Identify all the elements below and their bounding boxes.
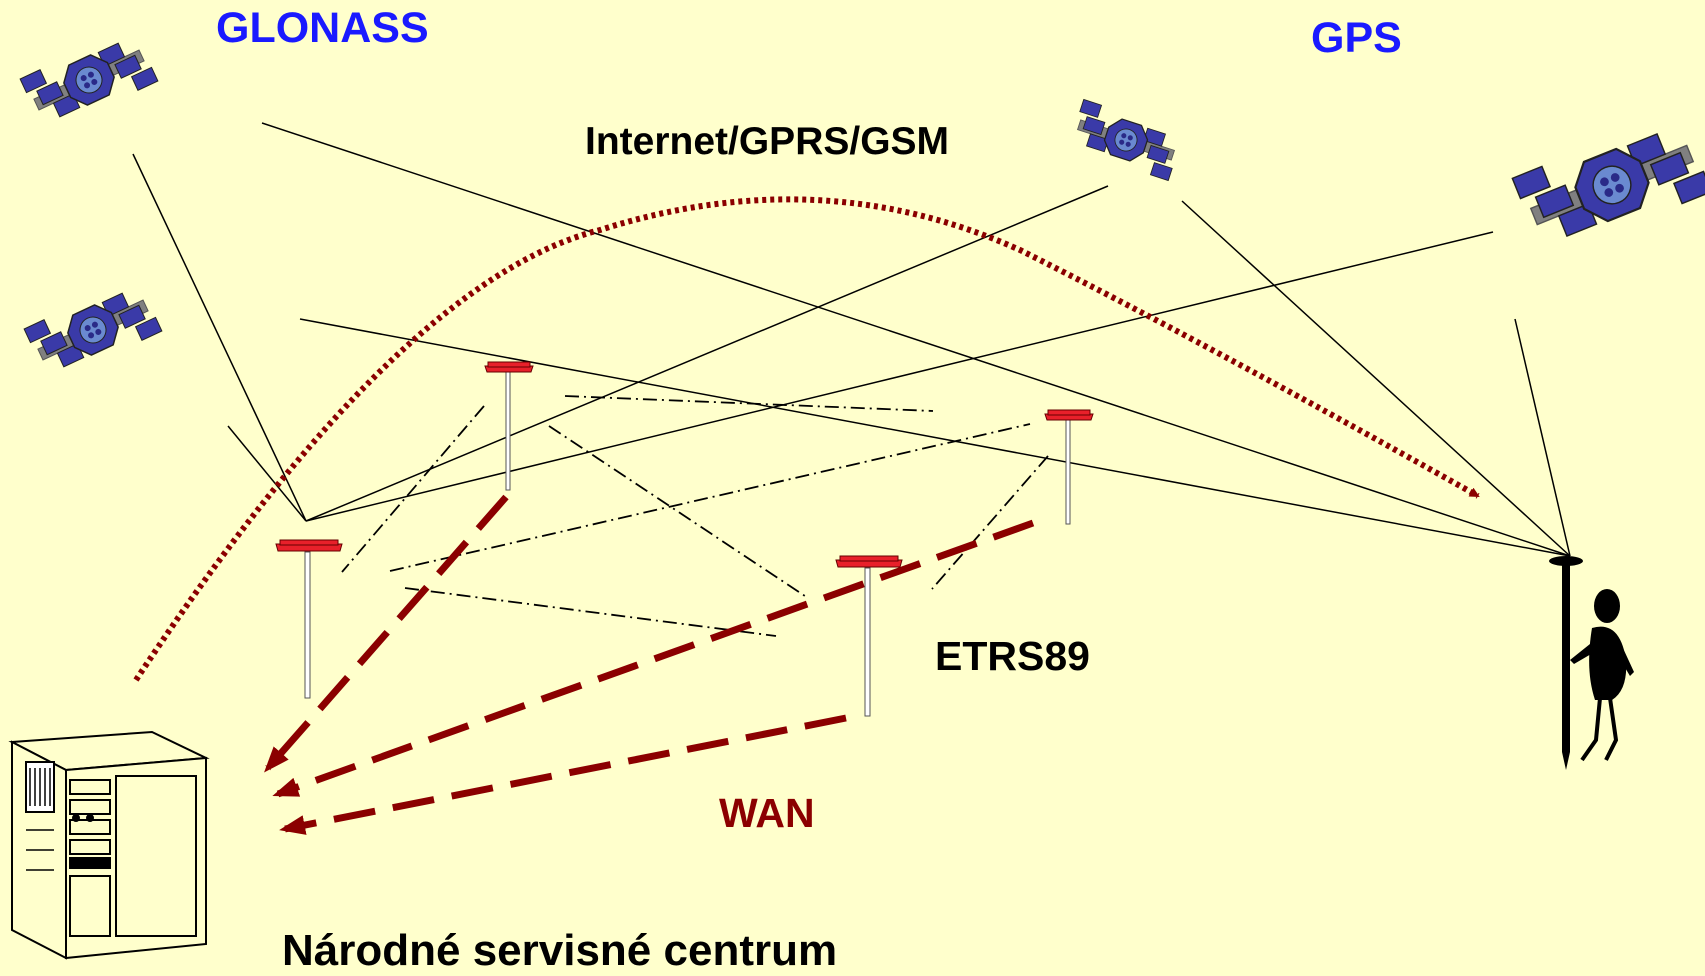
wan-links xyxy=(264,494,1035,835)
satellite-icon xyxy=(1511,109,1705,261)
etrs-label: ETRS89 xyxy=(935,633,1090,679)
internet-link-arc xyxy=(133,196,1480,682)
service-center-label: Národné servisné centrum xyxy=(282,926,838,975)
satellite-icon xyxy=(1067,98,1185,182)
gps-label: GPS xyxy=(1311,14,1402,62)
satellite-icon xyxy=(23,275,163,385)
glonass-label: GLONASS xyxy=(216,4,429,52)
rover-surveyor-icon xyxy=(1549,556,1634,770)
wan-label: WAN xyxy=(719,790,815,836)
internet-label: Internet/GPRS/GSM xyxy=(585,120,950,163)
server-icon xyxy=(8,730,210,960)
reference-station-icon xyxy=(275,539,343,699)
baseline-lines xyxy=(341,395,1049,637)
signal-lines xyxy=(132,122,1571,557)
reference-station-icon xyxy=(835,555,903,717)
reference-station-icon xyxy=(484,361,534,491)
reference-station-icon xyxy=(1044,409,1094,525)
satellite-icon xyxy=(19,25,159,135)
